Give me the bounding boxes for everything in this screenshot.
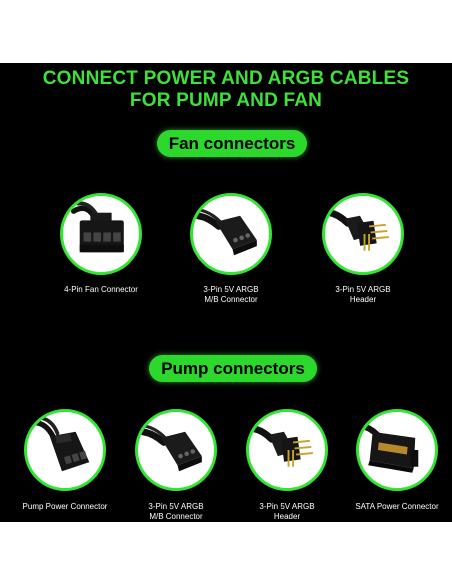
title-line-2: FOR PUMP AND FAN [129, 90, 323, 111]
pump-connector-caption-3: 3-Pin 5V ARGB Header [259, 502, 315, 521]
fan-connector-caption-1: 4-Pin Fan Connector [64, 285, 138, 294]
pump-connector-item-2 [135, 409, 217, 491]
argb-header-icon [326, 209, 389, 251]
sata-power-connector-icon [359, 422, 419, 473]
argb-mb-connector-icon [194, 208, 257, 256]
fan-connector-item-2 [190, 193, 272, 275]
fan-connector-caption-3: 3-Pin 5V ARGB Header [335, 285, 391, 304]
argb-header-icon [250, 425, 313, 467]
pump-connector-caption-4: SATA Power Connector [355, 502, 439, 511]
pump-connectors-heading: Pump connectors [149, 355, 317, 382]
argb-mb-connector-icon [139, 424, 202, 472]
pump-connector-caption-2: 3-Pin 5V ARGB M/B Connector [148, 502, 204, 521]
fan-connector-caption-2: 3-Pin 5V ARGB M/B Connector [203, 285, 259, 304]
title-line-1: CONNECT POWER AND ARGB CABLES [42, 68, 410, 89]
4-pin-fan-connector-icon [70, 201, 124, 253]
pump-connector-item-4 [356, 409, 438, 491]
pump-connector-caption-1: Pump Power Connector [22, 502, 108, 511]
pump-connector-item-3 [246, 409, 328, 491]
fan-connector-item-3 [322, 193, 404, 275]
pump-power-connector-icon [33, 416, 90, 472]
page-title: CONNECT POWER AND ARGB CABLES FOR PUMP A… [0, 68, 452, 112]
fan-connectors-heading: Fan connectors [157, 130, 307, 157]
infographic-panel: CONNECT POWER AND ARGB CABLES FOR PUMP A… [0, 63, 452, 522]
fan-connector-item-1 [60, 193, 142, 275]
pump-connector-item-1 [24, 409, 106, 491]
